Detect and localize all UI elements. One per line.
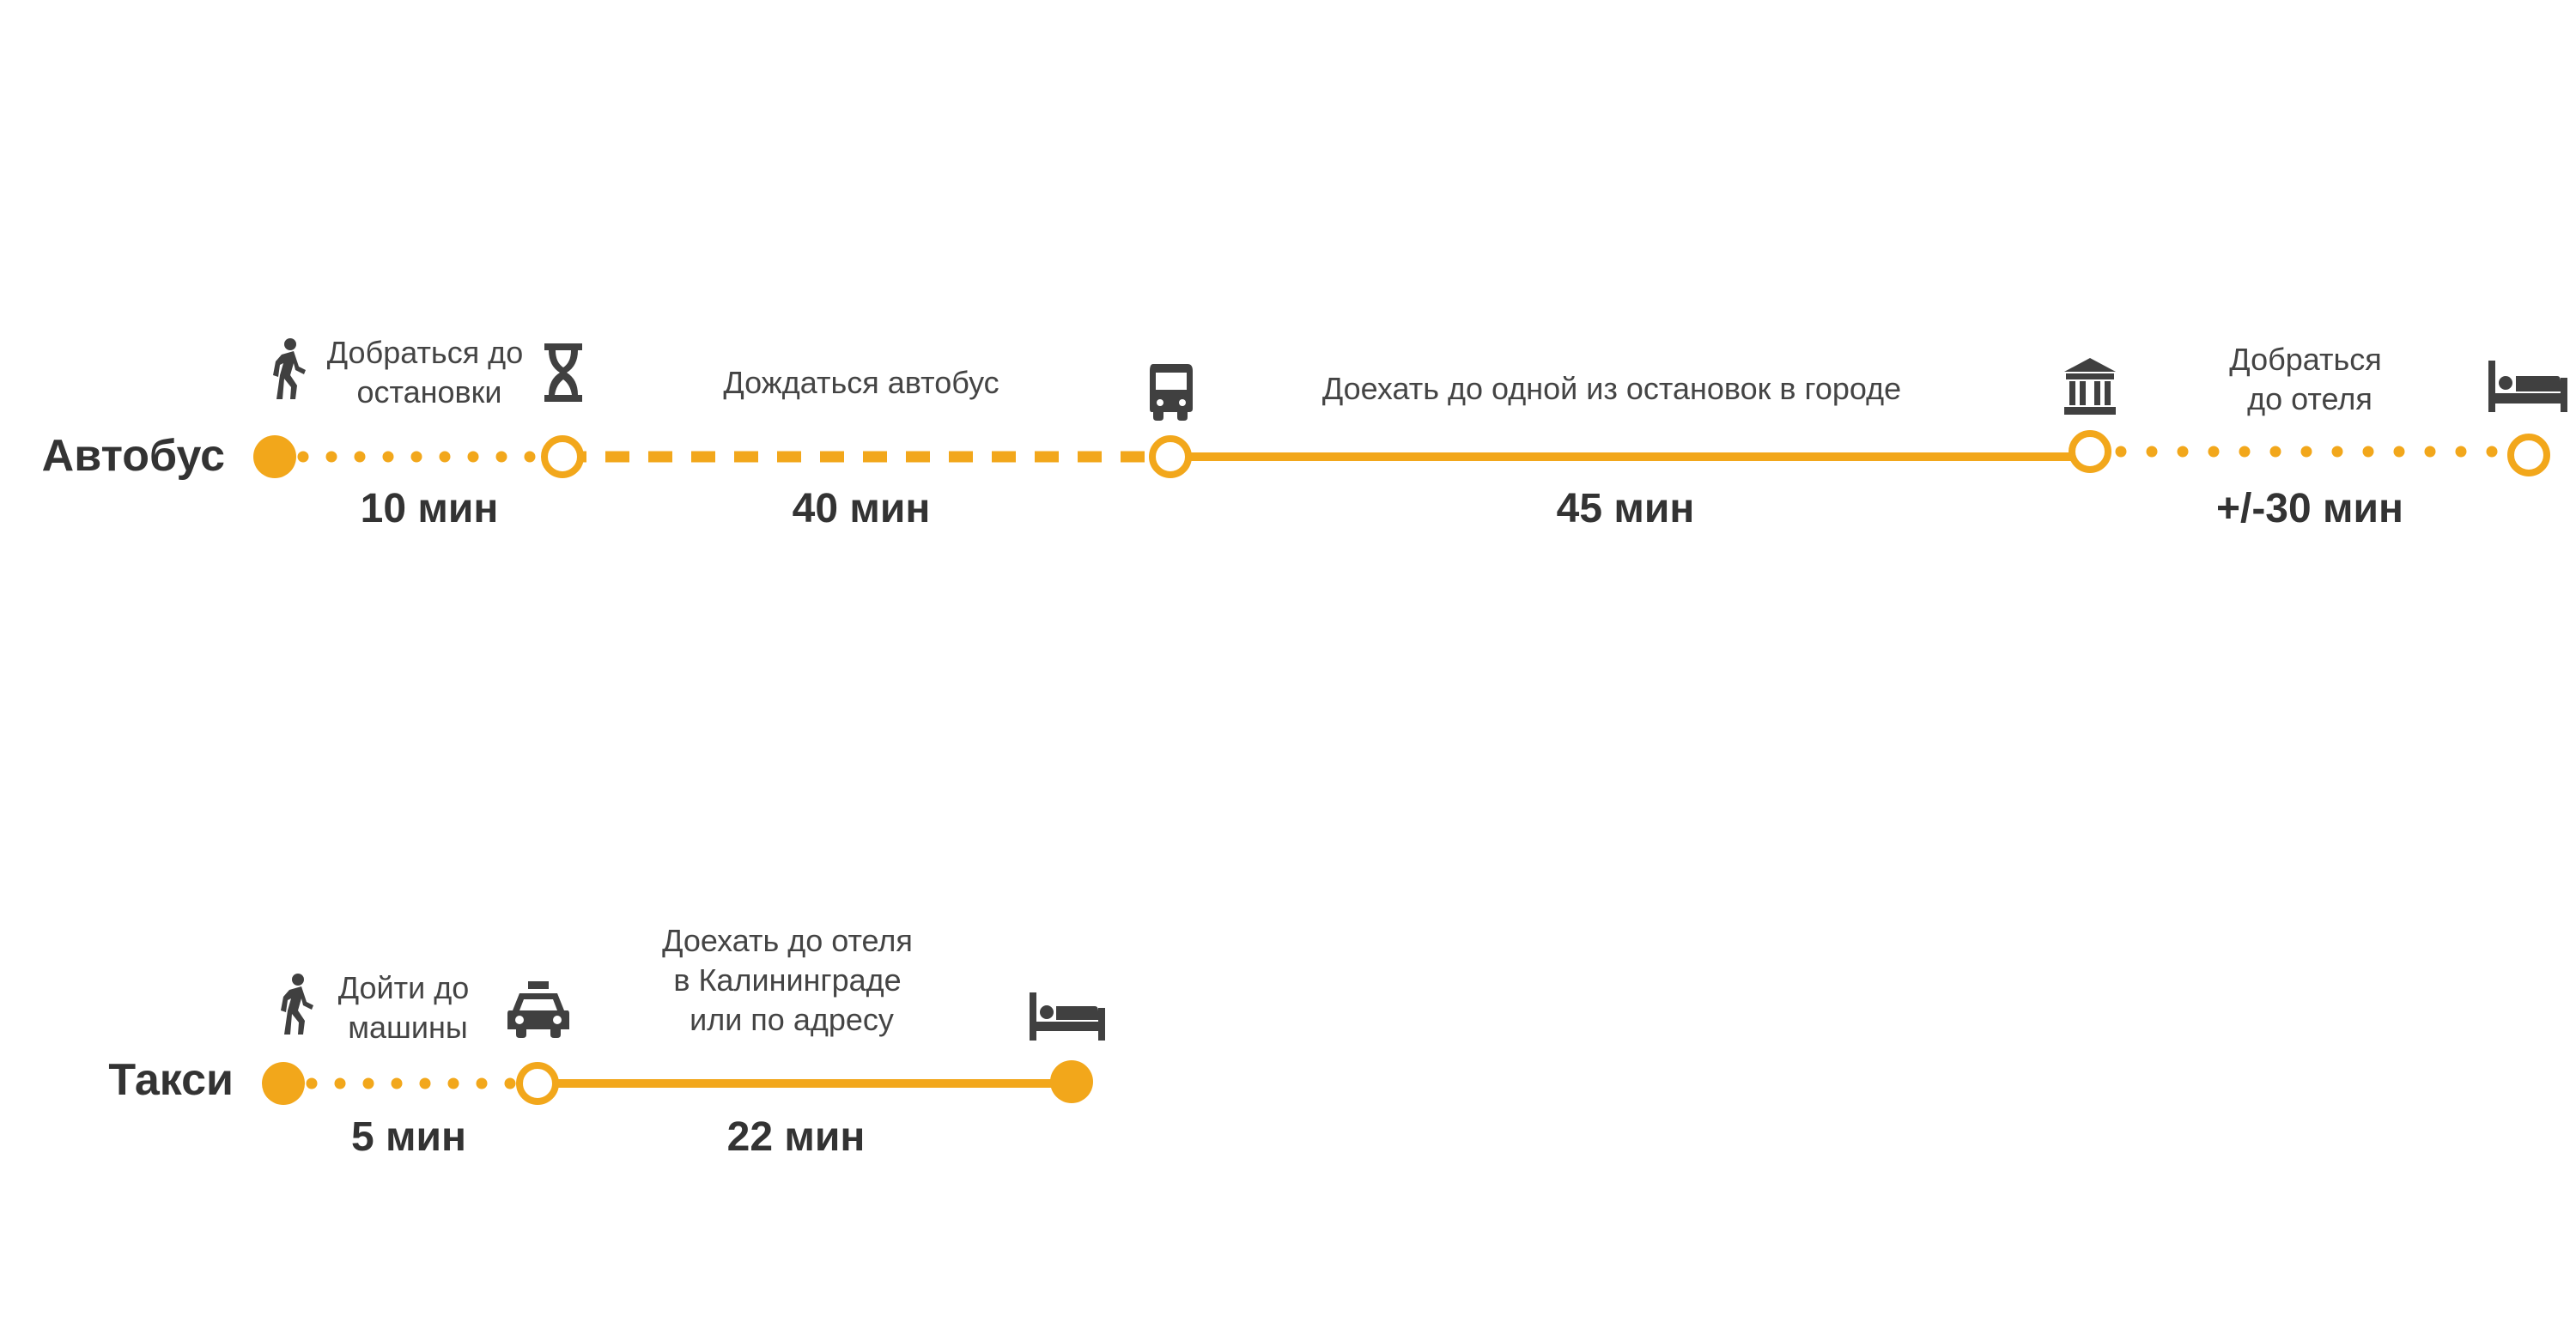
walking-person-icon: [273, 338, 306, 399]
route-start-node: [262, 1062, 305, 1105]
step-duration: 5 мин: [351, 1114, 466, 1160]
walking-person-icon: [281, 974, 313, 1035]
step-duration: 22 мин: [727, 1114, 866, 1160]
step-label: Дождаться автобус: [723, 365, 999, 400]
hourglass-icon: [544, 343, 582, 402]
hotel-bed-icon: [2488, 361, 2567, 412]
step-duration: 40 мин: [793, 486, 931, 531]
step-duration: 45 мин: [1557, 486, 1695, 531]
route-taxi: Такси Дойти до машины Доехать до отеля в…: [108, 923, 1105, 1160]
step-duration: +/-30 мин: [2216, 486, 2403, 531]
route-node: [541, 435, 584, 478]
step-label: Доехать до одной из остановок в городе: [1322, 371, 1901, 406]
route-bus: Автобус Добраться до остановки Дождаться…: [42, 335, 2567, 531]
route-end-node: [1050, 1060, 1093, 1103]
route-start-node: [253, 435, 296, 478]
route-node: [1149, 435, 1192, 478]
step-label: Добраться до отеля: [2229, 342, 2390, 416]
government-building-icon: [2064, 358, 2116, 415]
step-label: Дойти до машины: [338, 970, 478, 1045]
route-end-node: [2507, 434, 2550, 476]
step-label: Добраться до остановки: [327, 335, 532, 410]
taxi-icon: [507, 981, 569, 1038]
bus-icon: [1150, 364, 1193, 421]
route-title: Автобус: [42, 431, 225, 481]
route-title: Такси: [108, 1055, 234, 1105]
step-label: Доехать до отеля в Калининграде или по а…: [662, 923, 921, 1037]
step-duration: 10 мин: [361, 486, 499, 531]
hotel-bed-icon: [1030, 992, 1105, 1041]
route-node: [516, 1062, 559, 1105]
route-node: [2069, 430, 2111, 473]
